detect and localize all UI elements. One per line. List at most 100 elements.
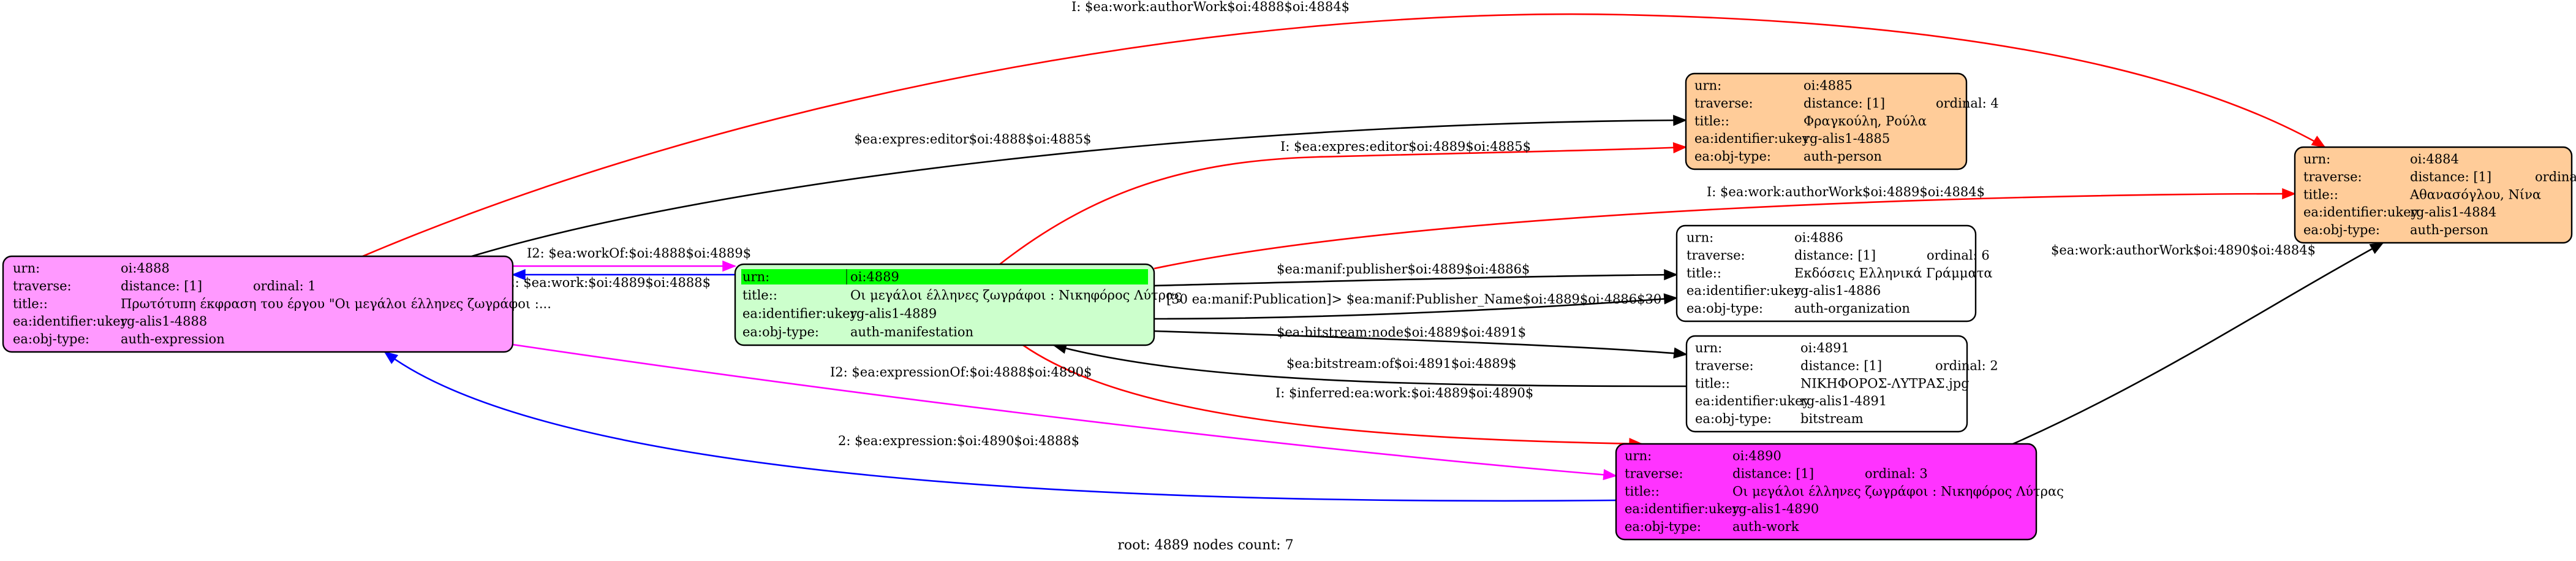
row-value: oi:4884 [2410, 152, 2459, 167]
edge-label: I2: $ea:expressionOf:$oi:4888$oi:4890$ [830, 365, 1092, 380]
row-value: distance: [1] [2410, 170, 2491, 185]
row-value: distance: [1] [1794, 248, 1876, 263]
edge-arrowhead [1673, 347, 1688, 359]
row-value: Οι μεγάλοι έλληνες ζωγράφοι : Νικηφόρος … [850, 288, 1182, 303]
edge-e6: 2: $ea:work:$oi:4889$oi:4888$ [507, 269, 735, 290]
edge-arrowhead [722, 260, 737, 272]
row-value: bitstream [1800, 411, 1864, 426]
edge-line [2012, 242, 2384, 445]
row-value: oi:4891 [1800, 341, 1849, 356]
row-key: ea:obj-type: [13, 332, 89, 346]
row-value: auth-person [2410, 223, 2488, 237]
row-key: ea:obj-type: [1694, 149, 1771, 164]
row-value: oi:4890 [1732, 449, 1781, 464]
row-key: ea:obj-type: [742, 325, 819, 340]
edge-e10: $ea:bitstream:of$oi:4891$oi:4889$ [1052, 343, 1687, 387]
row-key: title:: [2303, 187, 2338, 202]
edge-label: $ea:expres:editor$oi:4888$oi:4885$ [855, 132, 1092, 147]
edge-arrowhead [2369, 242, 2384, 254]
row-value: oi:4889 [850, 270, 899, 284]
node-box [2294, 146, 2573, 244]
row-key: traverse: [2303, 170, 2362, 185]
row-key: ea:obj-type: [1686, 301, 1763, 316]
edge-line [1154, 297, 1677, 320]
edge-line [1022, 344, 1642, 445]
row-value: Φραγκούλη, Ρούλα [1804, 113, 1927, 128]
edge-line [471, 119, 1686, 258]
row-value: distance: [1] [1800, 359, 1882, 373]
row-value: Εκδόσεις Ελληνικά Γράμματα [1794, 265, 1993, 280]
row-key: title:: [1694, 113, 1729, 128]
row-key: ea:obj-type: [1625, 519, 1701, 534]
row-ordinal: ordinal: 1 [253, 279, 316, 294]
row-value: rg-alis1-4886 [1794, 283, 1881, 298]
edge-label: I2: $ea:workOf:$oi:4888$oi:4889$ [527, 246, 751, 261]
edge-line [384, 351, 1617, 502]
row-key: ea:identifier:ukey [13, 314, 128, 329]
edge-label: $ea:work:authorWork$oi:4890$oi:4884$ [2051, 243, 2316, 258]
row-key: title:: [1625, 484, 1660, 498]
edge-line [362, 13, 2325, 258]
row-value: rg-alis1-4885 [1804, 131, 1890, 146]
row-value: Αθανασόγλου, Νίνα [2409, 187, 2541, 202]
row-key: title:: [1695, 376, 1730, 391]
edge-line [999, 146, 1686, 265]
edge-line [1154, 193, 2295, 270]
edge-line [1154, 273, 1677, 287]
edge-e4: I: $ea:work:authorWork$oi:4889$oi:4884$ [1154, 185, 2297, 270]
edge-arrowhead [383, 351, 399, 364]
row-value: rg-alis1-4890 [1732, 502, 1819, 516]
edge-label: $ea:manif:publisher$oi:4889$oi:4886$ [1277, 262, 1530, 277]
edge-arrowhead [1673, 115, 1688, 126]
row-key: traverse: [1695, 359, 1754, 373]
edge-label: $ea:bitstream:of$oi:4891$oi:4889$ [1286, 356, 1516, 371]
row-ordinal: ordinal: 4 [1936, 96, 1999, 111]
row-value: Οι μεγάλοι έλληνες ζωγράφοι : Νικηφόρος … [1732, 484, 2064, 498]
node-box [1615, 443, 2038, 541]
row-value: auth-manifestation [850, 325, 973, 340]
edge-e5: I2: $ea:workOf:$oi:4888$oi:4889$ [513, 246, 751, 272]
edge-e1: I: $ea:work:authorWork$oi:4888$oi:4884$ [362, 0, 2326, 258]
row-value: rg-alis1-4884 [2410, 205, 2496, 219]
row-value: distance: [1] [1804, 96, 1885, 111]
row-key: traverse: [1686, 248, 1745, 263]
row-key: urn: [1625, 449, 1652, 464]
row-key: traverse: [1625, 467, 1683, 481]
edge-arrowhead [2311, 135, 2326, 148]
row-key: ea:identifier:ukey [742, 307, 858, 321]
row-key: ea:obj-type: [1695, 411, 1772, 426]
edge-e9: $ea:bitstream:node$oi:4889$oi:4891$ [1154, 325, 1688, 359]
row-key: urn: [1686, 231, 1713, 245]
edge-label: 2: $ea:expression:$oi:4890$oi:4888$ [838, 433, 1079, 448]
row-key: urn: [1695, 341, 1722, 356]
edge-arrowhead [1663, 293, 1679, 305]
row-key: traverse: [1694, 96, 1753, 111]
row-key: urn: [13, 261, 40, 276]
graph-footer: root: 4889 nodes count: 7 [1117, 538, 1293, 553]
row-ordinal: ordinal: 5 [2535, 170, 2576, 185]
row-value: rg-alis1-4889 [850, 307, 937, 321]
edge-label: I: $ea:work:authorWork$oi:4889$oi:4884$ [1707, 185, 1985, 199]
edge-e13: 2: $ea:expression:$oi:4890$oi:4888$ [383, 351, 1617, 502]
row-key: ea:identifier:ukey [1694, 131, 1810, 146]
row-ordinal: ordinal: 6 [1927, 248, 1990, 263]
row-value: rg-alis1-4891 [1800, 394, 1887, 408]
row-key: ea:identifier:ukey [1695, 394, 1810, 408]
row-key: ea:obj-type: [2303, 223, 2380, 237]
row-value: Πρωτότυπη έκφραση του έργου "Οι μεγάλοι … [121, 296, 551, 311]
row-key: ea:identifier:ukey [2303, 205, 2419, 219]
node-box [2, 255, 514, 353]
edge-e14: $ea:work:authorWork$oi:4890$oi:4884$ [2012, 242, 2384, 445]
edge-arrowhead [1664, 269, 1679, 281]
row-value: auth-organization [1794, 301, 1910, 316]
row-value: auth-work [1732, 519, 1799, 534]
